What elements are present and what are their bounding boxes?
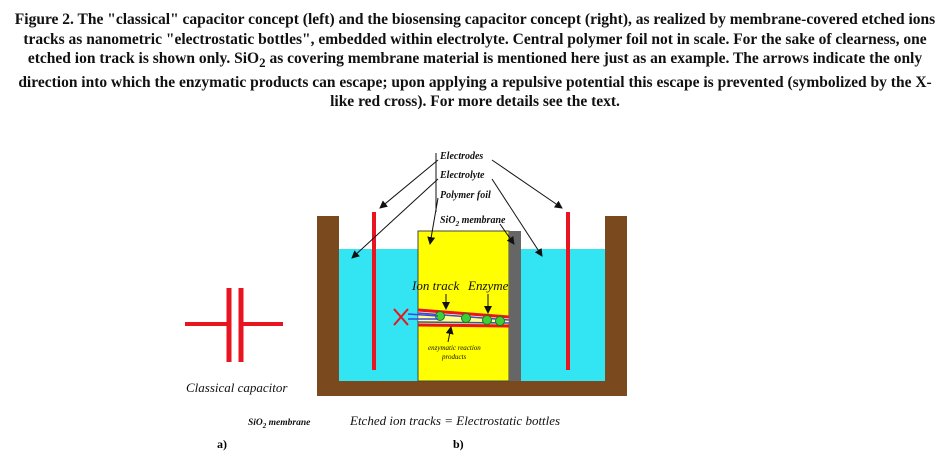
classical-capacitor-symbol [185,288,283,362]
bottles-label: Etched ion tracks = Electrostatic bottle… [349,413,560,428]
figure-caption: Figure 2. The "classical" capacitor conc… [14,10,936,112]
sio2-bottom-rest: membrane [266,418,311,428]
caption-text: Figure 2. The "classical" capacitor conc… [14,11,936,67]
sio2-membrane-label-top: SiO2 membrane [440,215,506,228]
sio2-bottom-sub: 2 [262,422,267,430]
classical-capacitor-label: Classical capacitor [186,380,288,395]
sio2-membrane-layer [509,231,521,381]
enzyme-molecule [461,313,471,323]
sio2-top-sub: 2 [455,220,460,228]
pointer-electrodes-right [491,159,563,209]
product-escape-arrows [407,313,439,320]
products-label-2: products [441,353,467,361]
pointer-electrolyte-right [491,178,543,257]
cross-stroke [393,308,409,326]
pointer-electrodes-left [379,159,439,209]
caption-text-rest: as covering membrane material is mention… [18,50,932,111]
polymer-foil-label: Polymer foil [440,190,491,201]
electrode-left [372,212,376,370]
pointer-sio2-membrane [499,223,515,245]
products-pointer [445,326,454,343]
sio2-membrane-label-bottom: SiO2 membrane [248,418,311,430]
enzyme-label: Enzyme [467,278,509,293]
electrode-right [566,212,570,370]
products-label-1: enzymatic reaction [428,344,481,352]
ion-track-label: Ion track [411,278,460,293]
enzyme-molecule [482,315,492,325]
pointer-electrolyte-left [351,178,439,259]
electrolyte-label: Electrolyte [439,170,485,181]
sio2-bottom-main: SiO [248,418,263,428]
panel-b-label: b) [453,437,464,451]
enzyme-molecule [495,316,505,326]
enzyme-molecules [435,311,505,326]
membrane-lining-bottom [417,321,510,324]
pointer-polymer-foil [427,197,439,245]
electrodes-label: Electrodes [439,151,483,162]
caption-subscript: 2 [259,55,266,71]
container-left-wall [317,216,339,396]
ion-track-wall-top [417,308,510,319]
blocked-escape-cross [393,308,409,326]
panel-a-label: a) [217,437,227,451]
polymer-foil [417,230,510,382]
sio2-top-main: SiO [440,215,456,226]
container-right-wall [605,216,627,396]
ion-track-wall-bottom [417,323,510,328]
sio2-top-rest: membrane [459,215,506,226]
escape-arrow [407,313,439,317]
container-bottom [317,381,627,396]
